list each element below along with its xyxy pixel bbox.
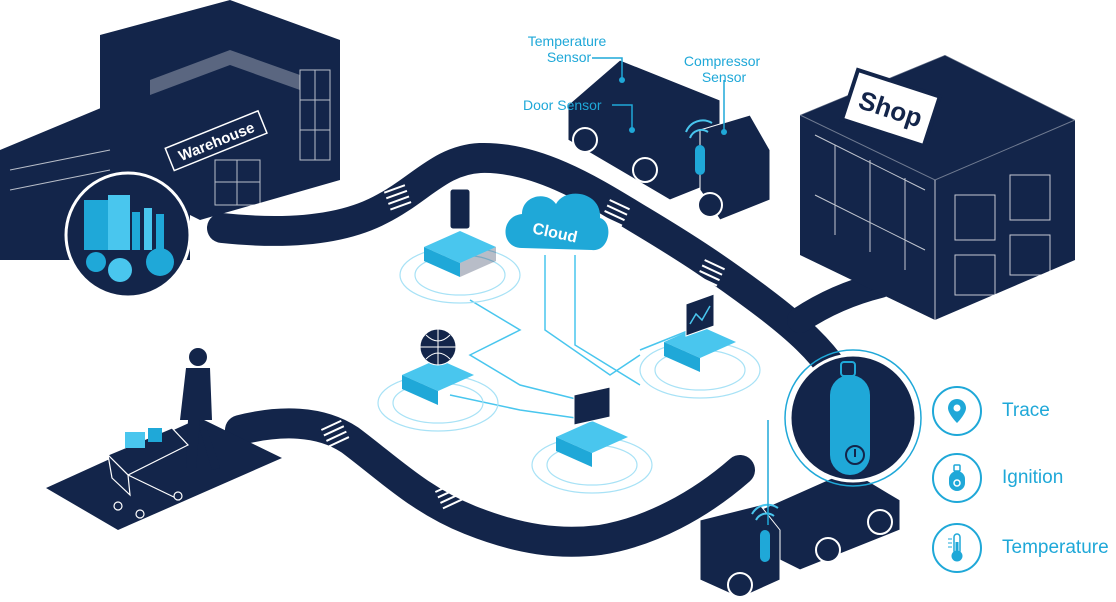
temperature-sensor-label: Temperature Sensor [528, 33, 610, 65]
top-truck [567, 59, 771, 221]
crosswalks [320, 184, 772, 510]
road-top [207, 142, 850, 387]
door-sensor-dot [629, 127, 635, 133]
crosswalk [601, 199, 631, 227]
smartphone-icon [449, 188, 471, 230]
crosswalk [383, 184, 412, 211]
location-pin-icon [932, 386, 982, 436]
temperature-sensor-dot [619, 77, 625, 83]
crosswalk [642, 479, 672, 508]
sensor-callouts [592, 57, 725, 130]
analytics-chart-icon [685, 293, 715, 337]
goods-inset [64, 171, 192, 299]
shopper-with-cart [106, 348, 220, 519]
warehouse-sign-board [164, 109, 268, 172]
legend-item-trace: Trace [932, 383, 1116, 439]
warehouse-building: Warehouse [0, 0, 340, 299]
legend-item-ignition: Ignition [932, 450, 1116, 506]
tracker-device-callout [767, 349, 922, 525]
node-monitor [531, 386, 653, 494]
node-globe [377, 328, 499, 432]
cloud-icon: Cloud [505, 193, 609, 251]
legend-item-temperature: Temperature [932, 520, 1116, 576]
node-phone [399, 188, 521, 304]
tracker-device-icon [830, 375, 870, 475]
parking-lot [46, 418, 282, 530]
road-network [46, 142, 893, 557]
door-sensor-label: Door Sensor [523, 97, 602, 113]
crosswalk [742, 425, 772, 454]
bottom-truck [699, 469, 901, 599]
door-sensor-line [612, 104, 633, 128]
compressor-sensor-label: Compressor Sensor [684, 53, 764, 85]
shopping-cart-icon [106, 427, 189, 519]
crosswalk [696, 259, 726, 287]
road-bottom [225, 408, 755, 557]
legend-label: Trace [1002, 400, 1050, 421]
legend-label: Ignition [1002, 467, 1064, 488]
legend-label: Temperature [1002, 537, 1109, 558]
road-to-shop [787, 272, 893, 333]
shop-sign-board [839, 67, 943, 149]
shop-building: Shop [798, 54, 1077, 320]
network-connections [449, 255, 691, 421]
temperature-sensor-line [592, 57, 623, 78]
crosswalk [434, 481, 464, 510]
crosswalk [320, 419, 350, 448]
compressor-sensor-dot [721, 129, 727, 135]
node-analytics [639, 293, 761, 399]
ignition-icon [932, 453, 982, 503]
desktop-monitor-icon [573, 386, 611, 426]
thermometer-icon [932, 523, 982, 573]
